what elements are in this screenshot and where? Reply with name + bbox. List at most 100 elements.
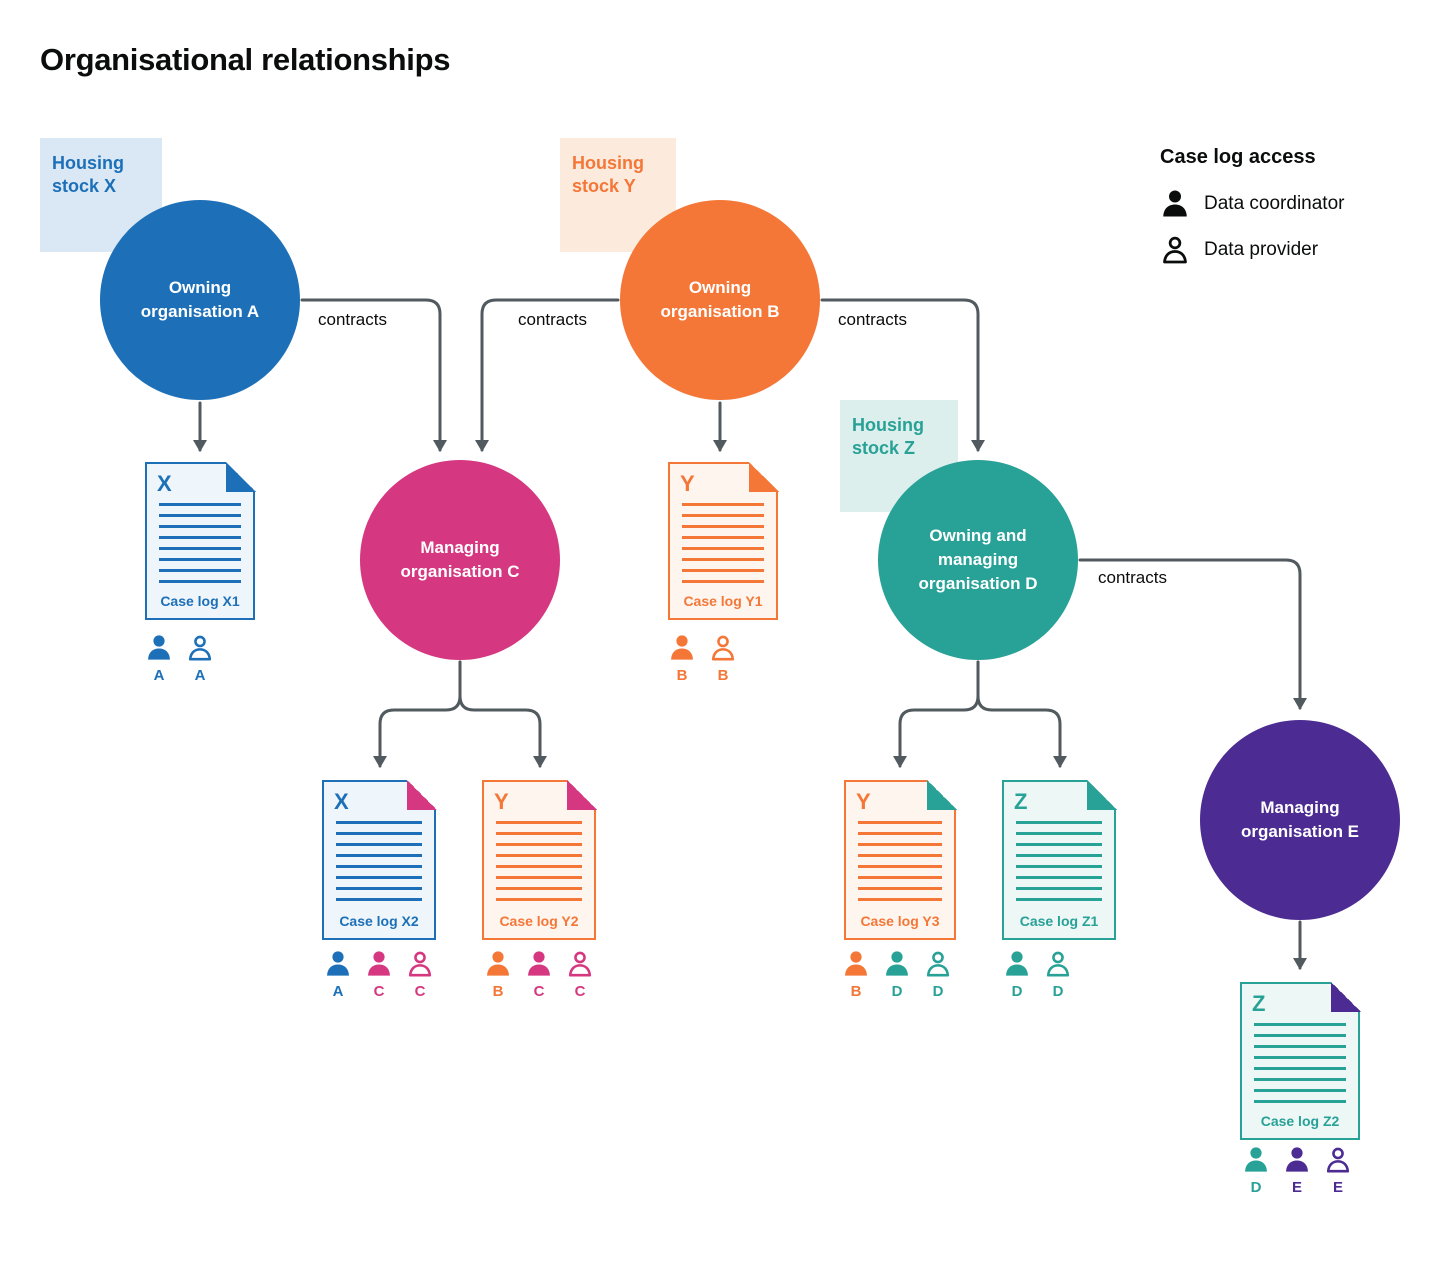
access-item: E <box>1323 1146 1353 1196</box>
folded-corner <box>926 779 957 810</box>
org-circle-a: Owning organisation A <box>100 200 300 400</box>
access-letter: D <box>891 983 903 1000</box>
housing-stock-y-label: Housing stock Y <box>572 153 644 196</box>
arrow-c-to-caselog-x2 <box>373 660 462 768</box>
access-letter: A <box>332 983 344 1000</box>
folded-corner <box>225 461 256 492</box>
data-provider-icon <box>924 950 952 978</box>
access-item: C <box>405 950 435 1000</box>
doc-text-lines <box>682 503 764 585</box>
org-c-label: Managing organisation C <box>400 538 520 581</box>
doc-letter: X <box>157 471 172 496</box>
arrow-d-to-e <box>1078 558 1307 710</box>
case-log-x1-access: A A <box>144 634 215 684</box>
data-coordinator-icon <box>1242 1146 1270 1174</box>
case-log-x2-access: A C C <box>323 950 435 1000</box>
data-coordinator-icon <box>484 950 512 978</box>
legend-label: Data provider <box>1204 239 1319 260</box>
data-coordinator-icon <box>668 634 696 662</box>
access-item: C <box>364 950 394 1000</box>
access-letter: E <box>1332 1179 1343 1196</box>
data-provider-icon <box>186 634 214 662</box>
contracts-label-b-c: contracts <box>518 310 587 329</box>
access-letter: E <box>1291 1179 1302 1196</box>
case-log-y2: Y Case log Y2 <box>482 779 597 940</box>
data-coordinator-icon <box>1003 950 1031 978</box>
case-log-y3: Y Case log Y3 <box>844 779 957 940</box>
arrow-d-to-caselog-y3 <box>893 660 980 768</box>
legend-item-data-provider: Data provider <box>1160 235 1344 265</box>
org-b-label: Owning organisation B <box>660 278 780 321</box>
doc-label: Case log Y2 <box>499 913 579 929</box>
data-coordinator-icon <box>883 950 911 978</box>
case-log-x1: X Case log X1 <box>145 461 256 620</box>
access-item: A <box>144 634 174 684</box>
access-letter: D <box>1052 983 1064 1000</box>
access-item: A <box>323 950 353 1000</box>
contracts-label-a-c: contracts <box>318 310 387 329</box>
doc-letter: Z <box>1252 991 1266 1016</box>
access-item: D <box>1241 1146 1271 1196</box>
access-letter: D <box>1250 1179 1262 1196</box>
legend: Case log access Data coordinator Data pr… <box>1160 146 1344 281</box>
access-item: D <box>1043 950 1073 1000</box>
data-coordinator-icon <box>365 950 393 978</box>
access-letter: B <box>676 667 688 684</box>
case-log-z2: Z Case log Z2 <box>1240 981 1361 1140</box>
doc-label: Case log Y3 <box>860 913 940 929</box>
case-log-y3-access: B D D <box>841 950 953 1000</box>
data-provider-icon <box>1324 1146 1352 1174</box>
doc-text-lines <box>1254 1023 1346 1105</box>
case-log-z1: Z Case log Z1 <box>1002 779 1117 940</box>
housing-stock-x: Housing stock X <box>40 138 162 252</box>
org-e-label: Managing organisation E <box>1240 798 1360 841</box>
access-letter: B <box>717 667 729 684</box>
data-provider-icon <box>1160 235 1190 265</box>
access-letter: D <box>1011 983 1023 1000</box>
access-item: B <box>841 950 871 1000</box>
data-provider-icon <box>566 950 594 978</box>
access-item: E <box>1282 1146 1312 1196</box>
folded-corner <box>1330 981 1361 1012</box>
doc-letter: Y <box>856 789 871 814</box>
case-log-x2: X Case log X2 <box>322 779 437 940</box>
access-letter: D <box>932 983 944 1000</box>
org-a-label: Owning organisation A <box>140 278 260 321</box>
doc-label: Case log X1 <box>160 593 240 609</box>
access-letter: B <box>492 983 504 1000</box>
org-circle-b: Owning organisation B <box>620 200 820 400</box>
case-log-z1-access: D D <box>1002 950 1073 1000</box>
doc-text-lines <box>159 503 241 585</box>
doc-text-lines <box>1016 821 1102 905</box>
folded-corner <box>566 779 597 810</box>
arrow-c-to-caselog-y2 <box>458 660 547 768</box>
doc-text-lines <box>858 821 942 905</box>
folded-corner <box>1086 779 1117 810</box>
access-item: C <box>524 950 554 1000</box>
legend-label: Data coordinator <box>1204 193 1345 214</box>
org-circle-e: Managing organisation E <box>1200 720 1400 920</box>
data-provider-icon <box>406 950 434 978</box>
legend-title: Case log access <box>1160 146 1316 168</box>
access-letter: C <box>574 983 586 1000</box>
access-item: D <box>1002 950 1032 1000</box>
page-title: Organisational relationships <box>40 42 451 77</box>
doc-letter: Y <box>494 789 509 814</box>
data-coordinator-icon <box>145 634 173 662</box>
case-log-z2-access: D E E <box>1241 1146 1353 1196</box>
doc-letter: X <box>334 789 349 814</box>
access-letter: C <box>414 983 426 1000</box>
doc-label: Case log X2 <box>339 913 419 929</box>
folded-corner <box>406 779 437 810</box>
doc-text-lines <box>336 821 422 905</box>
arrow-d-to-caselog-z1 <box>976 660 1067 768</box>
org-circle-d: Owning and managing organisation D <box>878 460 1078 660</box>
data-coordinator-icon <box>525 950 553 978</box>
doc-text-lines <box>496 821 582 905</box>
doc-label: Case log Y1 <box>683 593 763 609</box>
folded-corner <box>748 461 779 492</box>
org-d-label: Owning and managing organisation D <box>918 526 1038 593</box>
access-letter: A <box>194 667 206 684</box>
housing-stock-x-label: Housing stock X <box>52 153 124 196</box>
